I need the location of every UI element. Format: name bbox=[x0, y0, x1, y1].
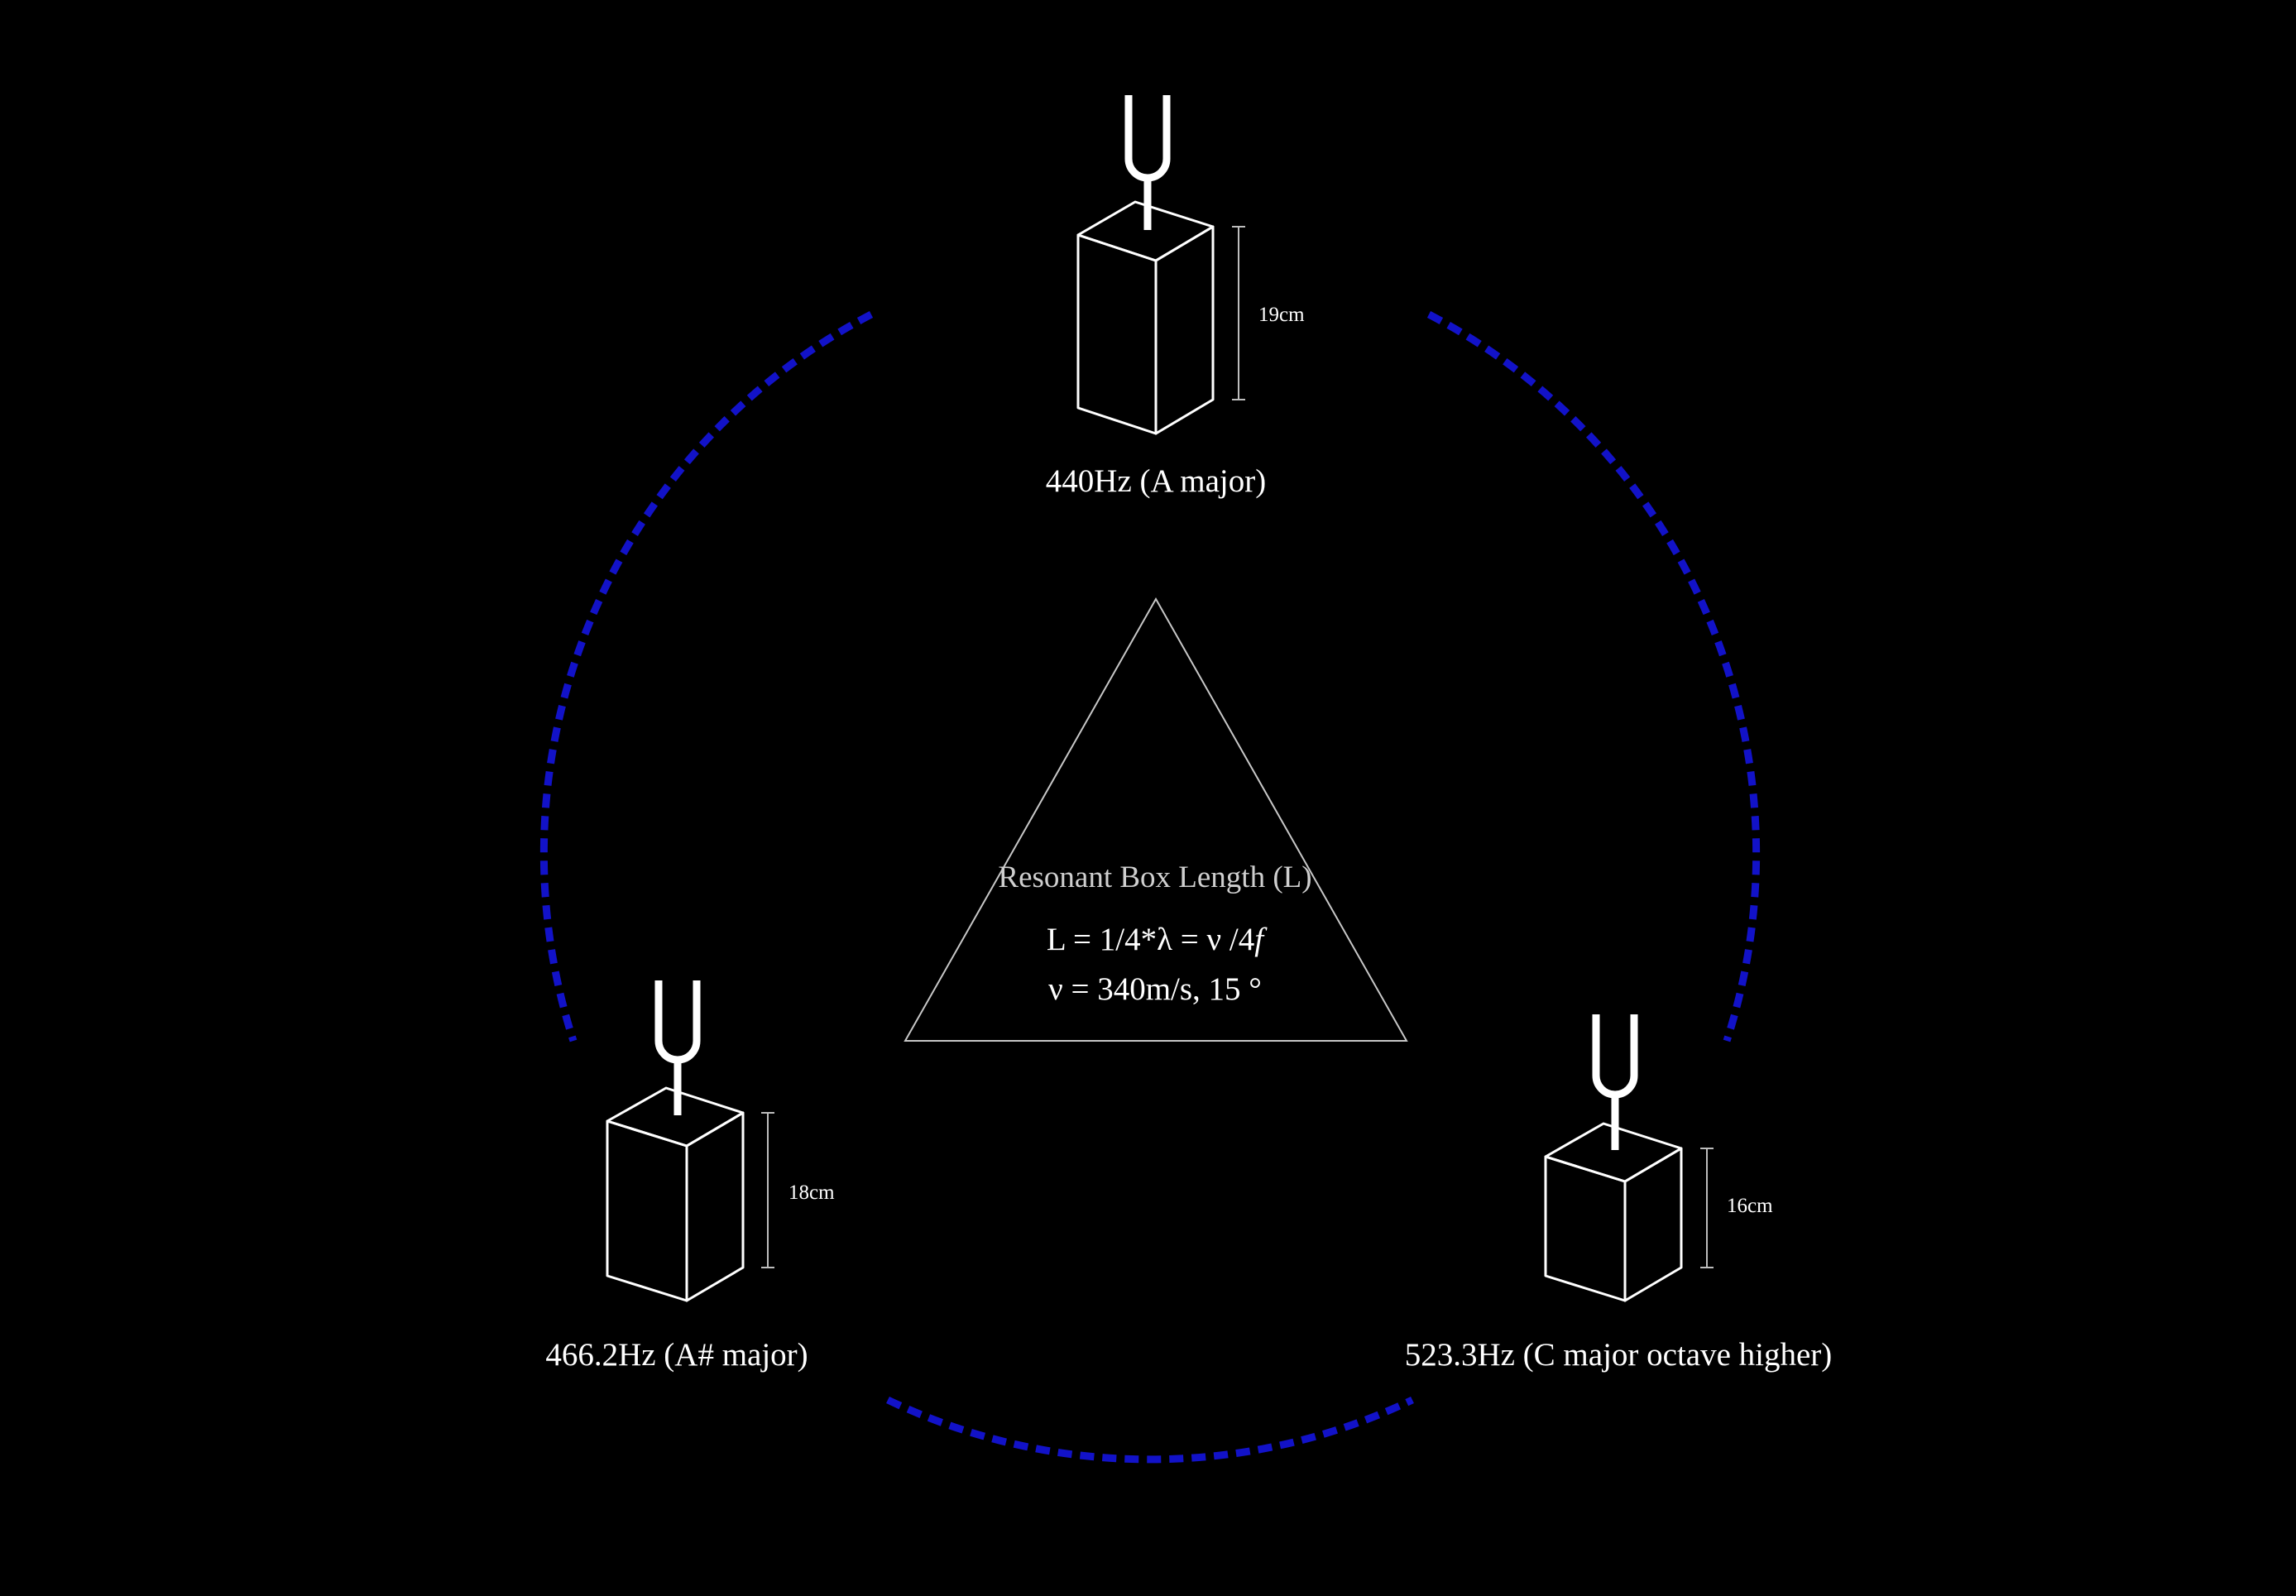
tuning-fork-466hz: 18cm 466.2Hz (A# major) bbox=[545, 980, 835, 1373]
center-formula-2: ν = 340m/s, 15 ° bbox=[1048, 971, 1262, 1007]
arc-bottom bbox=[886, 1396, 1414, 1464]
frequency-label: 523.3Hz (C major octave higher) bbox=[1405, 1337, 1833, 1373]
height-label: 16cm bbox=[1727, 1195, 1773, 1217]
center-title: Resonant Box Length (L) bbox=[998, 860, 1311, 894]
box-front-face bbox=[1544, 1155, 1627, 1302]
center-triangle bbox=[904, 597, 1408, 1042]
tuning-fork-523hz: 16cm 523.3Hz (C major octave higher) bbox=[1405, 1014, 1833, 1373]
box-front-face bbox=[1076, 233, 1158, 435]
tuning-fork-icon bbox=[1124, 95, 1171, 182]
tuning-fork-440hz: 19cm 440Hz (A major) bbox=[1046, 95, 1305, 499]
formula-1-symbol: f bbox=[1254, 922, 1268, 957]
box-side-face bbox=[1154, 225, 1215, 435]
height-label: 19cm bbox=[1258, 304, 1305, 326]
tuning-fork-icon bbox=[1592, 1014, 1638, 1099]
height-label: 18cm bbox=[789, 1181, 835, 1204]
tuning-fork-icon bbox=[654, 980, 701, 1064]
arc-upper-right bbox=[1426, 311, 1761, 1042]
box-side-face bbox=[685, 1111, 745, 1302]
frequency-label: 466.2Hz (A# major) bbox=[545, 1337, 808, 1373]
center-formula-1: L = 1/4*λ = ν /4f bbox=[1047, 922, 1268, 957]
box-front-face bbox=[606, 1119, 688, 1302]
frequency-label: 440Hz (A major) bbox=[1046, 463, 1266, 499]
formula-1-text: L = 1/4*λ = ν /4 bbox=[1047, 922, 1254, 957]
arc-upper-left bbox=[539, 311, 874, 1042]
box-side-face bbox=[1623, 1147, 1683, 1302]
dashed-arcs bbox=[539, 311, 1761, 1464]
